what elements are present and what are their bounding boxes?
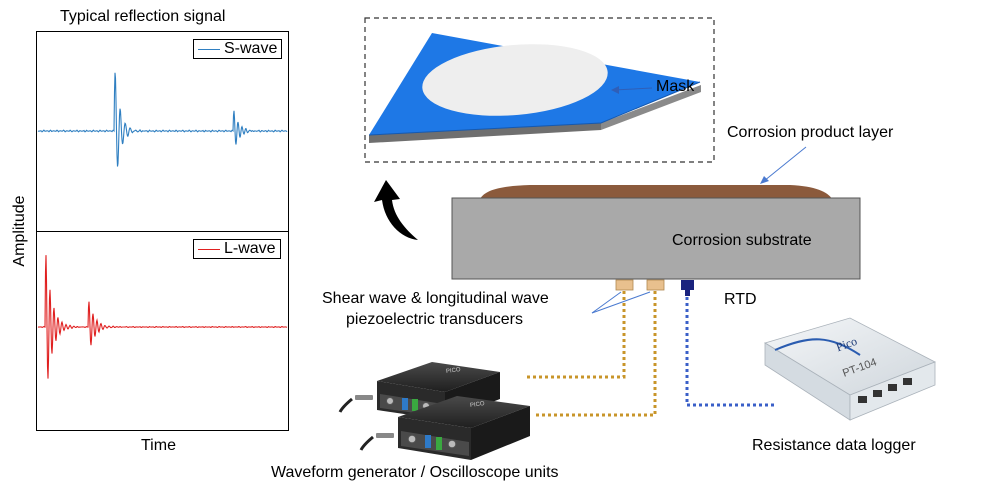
corrosion-pointer-line: [763, 146, 807, 182]
s-wave-legend: S-wave: [193, 39, 283, 59]
mask-label: Mask: [656, 78, 695, 95]
rtd-sensor: [681, 280, 694, 290]
shear-wave-transducer: [615, 279, 634, 291]
logger-label: Resistance data logger: [752, 437, 916, 454]
mask-inset-frame: [364, 17, 715, 163]
cable-shear-transducer: [525, 291, 626, 379]
s-wave-legend-swatch: [198, 48, 220, 50]
corrosion-substrate-block: [451, 197, 861, 280]
l-wave-legend-swatch: [198, 248, 220, 250]
rtd-label: RTD: [724, 291, 757, 308]
curved-arrow-icon: [374, 180, 418, 240]
longitudinal-wave-transducer: [646, 279, 665, 291]
l-wave-legend-label: L-wave: [224, 240, 276, 257]
mask-pointer-head: [611, 86, 619, 94]
corrosion-pointer-head: [760, 176, 769, 184]
generator-label: Waveform generator / Oscilloscope units: [271, 464, 559, 481]
time-axis-label: Time: [141, 437, 176, 454]
corrosion-product-layer: [480, 185, 832, 199]
transducers-label-line2: piezoelectric transducers: [346, 311, 523, 328]
l-wave-plot: [36, 231, 289, 431]
mask-pointer-line: [613, 87, 653, 91]
rtd-lead: [685, 290, 690, 296]
transducer-pointer-2: [591, 291, 651, 314]
transducer-pointer-1: [591, 291, 622, 314]
signal-panel-title: Typical reflection signal: [60, 8, 226, 25]
substrate-label: Corrosion substrate: [672, 232, 812, 249]
cable-longitudinal-transducer: [536, 291, 657, 417]
resistance-data-logger-device: [764, 317, 936, 421]
corrosion-product-label: Corrosion product layer: [727, 124, 894, 141]
l-wave-legend: L-wave: [193, 239, 281, 259]
cable-rtd: [685, 297, 777, 407]
s-wave-legend-label: S-wave: [224, 40, 278, 57]
mask-top-edge: [368, 81, 701, 136]
mask-front-face: [369, 123, 601, 143]
l-wave-signal: [37, 255, 288, 379]
mask-side-face: [601, 85, 701, 130]
s-wave-signal: [37, 72, 288, 167]
transducers-label-line1: Shear wave & longitudinal wave: [322, 290, 549, 307]
mask-opening: [422, 44, 608, 116]
oscilloscope-unit-front: [359, 396, 530, 460]
